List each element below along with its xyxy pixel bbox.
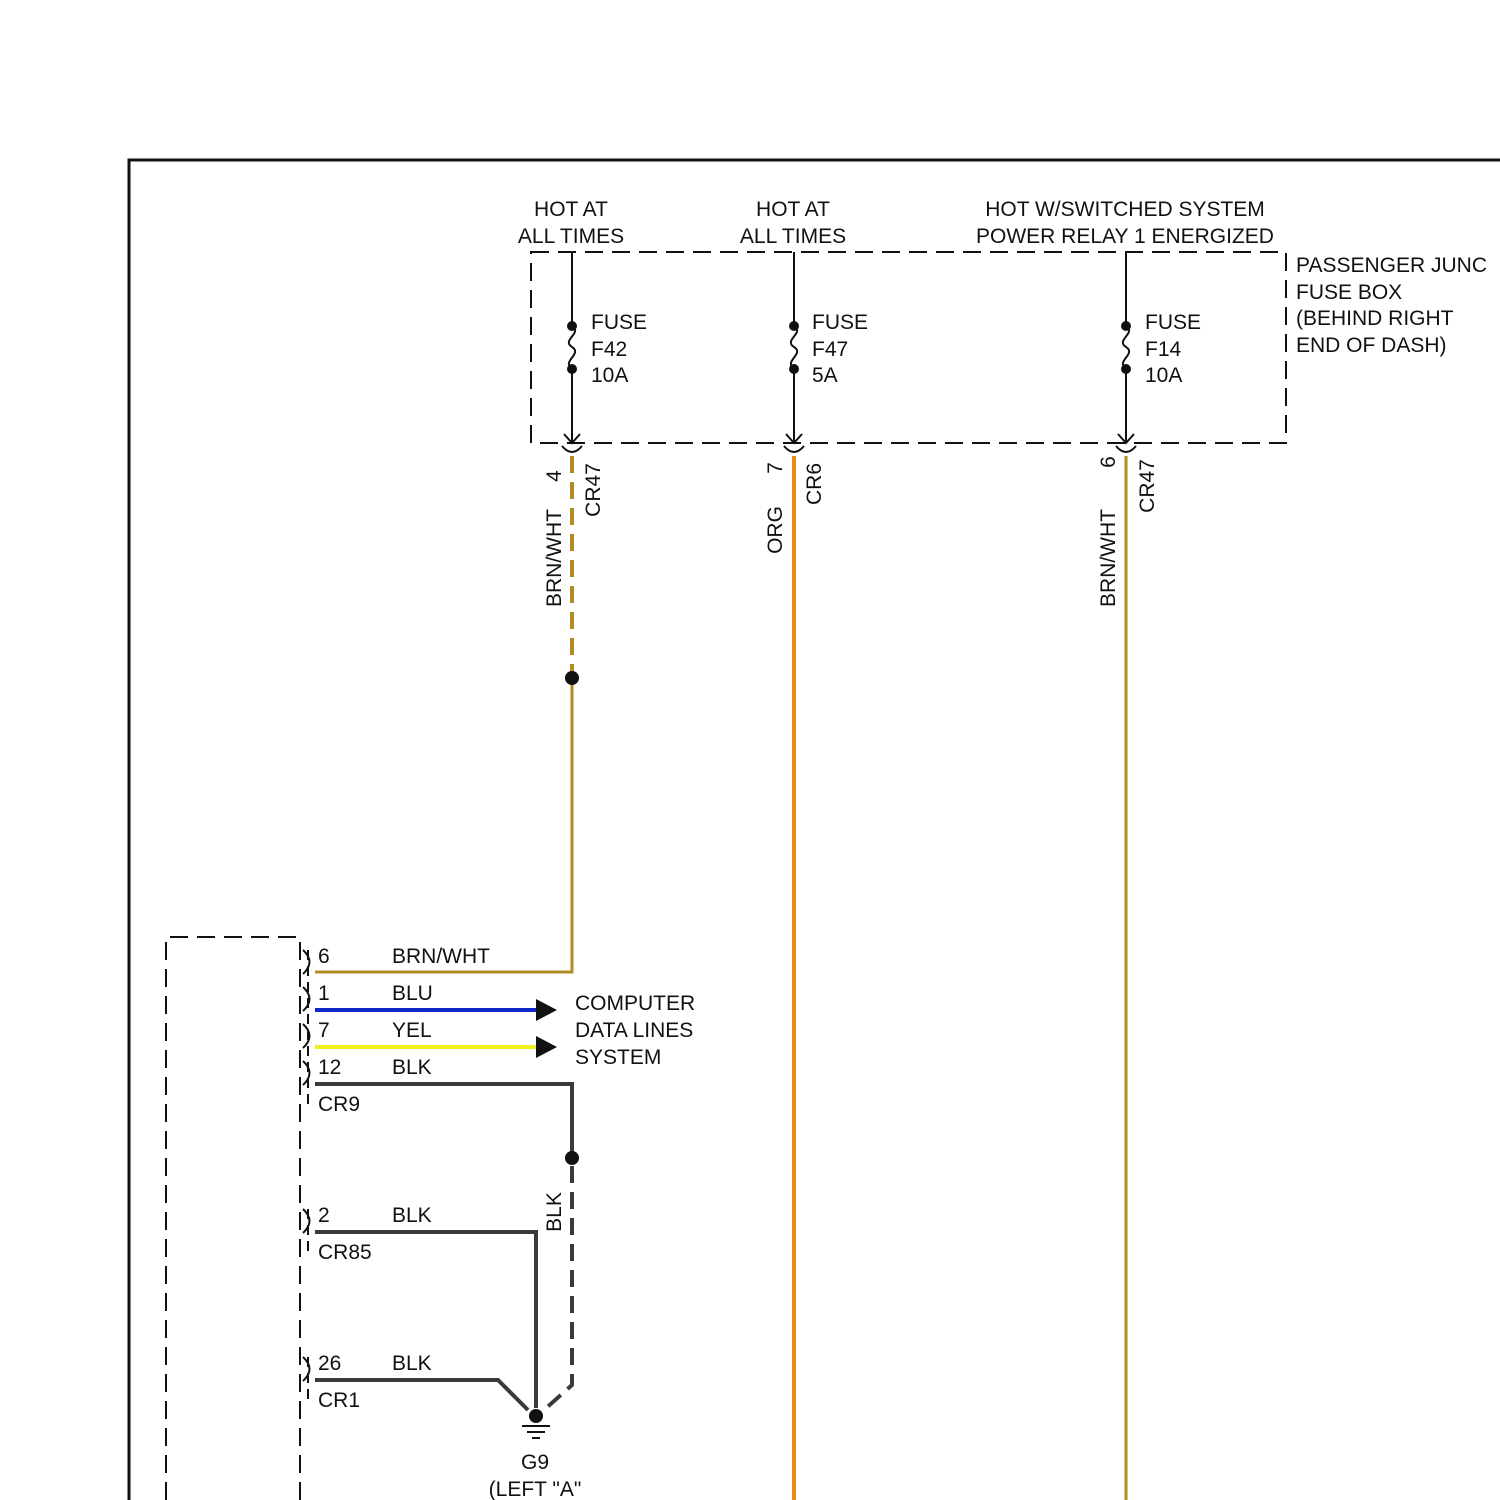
source-label-f47: HOT AT: [756, 198, 830, 221]
connector-cr47-icon: [562, 446, 582, 452]
pin-wire-color: BLK: [392, 1352, 432, 1375]
fuse-output-connector: CR47: [1136, 459, 1159, 513]
data-lines-label-line3: SYSTEM: [575, 1046, 661, 1069]
splice-node: [565, 1151, 579, 1165]
pin-wire-color: YEL: [392, 1019, 432, 1042]
fuse-output-connector: CR6: [803, 463, 826, 505]
fuse-output-wire-color: ORG: [764, 506, 787, 554]
fuse-output-wire-color: BRN/WHT: [543, 509, 566, 607]
fuse-f14-label: FUSE: [1145, 311, 1201, 334]
fuse-box-label-line3: (BEHIND RIGHT: [1296, 307, 1454, 330]
fuse-f47-label: FUSE: [812, 311, 868, 334]
fuse-f47-rating: 5A: [812, 364, 838, 387]
ground-node: [529, 1409, 543, 1423]
fuse-output-connector: CR47: [582, 463, 605, 517]
fuse-f14-rating: 10A: [1145, 364, 1182, 387]
fuse-terminal: [789, 364, 799, 374]
fuse-terminal: [789, 321, 799, 331]
pin-wire-color: BLU: [392, 982, 433, 1005]
fuse-f42-label: FUSE: [591, 311, 647, 334]
module-connector-ticks: [303, 950, 310, 1404]
arrow-right-icon: [536, 1036, 557, 1058]
splice-node: [565, 671, 579, 685]
fuse-f47-id: F47: [812, 338, 848, 361]
wire-brn-wht-to-pin6: [315, 684, 572, 972]
source-label-f47-line2: ALL TIMES: [740, 225, 846, 248]
fuse-terminal: [567, 321, 577, 331]
connector-cr6-icon: [784, 446, 804, 452]
fuse-f14-id: F14: [1145, 338, 1182, 361]
diagram-frame: [129, 160, 1500, 1500]
pin-number: 12: [318, 1056, 341, 1079]
pin-number: 7: [318, 1019, 330, 1042]
ground-wire-color: BLK: [543, 1192, 566, 1232]
connector-id: CR1: [318, 1389, 360, 1412]
fuse-terminal: [1121, 364, 1131, 374]
fuse-symbol-icon: [791, 326, 797, 369]
fuse-f42-id: F42: [591, 338, 627, 361]
pin-number: 1: [318, 982, 330, 1005]
source-label-f14: HOT W/SWITCHED SYSTEM: [985, 198, 1265, 221]
fuse-symbol-icon: [1123, 326, 1129, 369]
arrow-right-icon: [536, 999, 557, 1021]
ground-id: G9: [521, 1451, 549, 1474]
pin-number: 26: [318, 1352, 341, 1375]
fuse-box-label-line2: FUSE BOX: [1296, 281, 1402, 304]
fuse-terminal: [567, 364, 577, 374]
fuse-box-label-line1: PASSENGER JUNC: [1296, 254, 1487, 277]
data-lines-label-line1: COMPUTER: [575, 992, 695, 1015]
ground-icon: [522, 1409, 550, 1438]
source-label-f42-line2: ALL TIMES: [518, 225, 624, 248]
connector-cr47-icon: [1116, 446, 1136, 452]
fuse-symbol-icon: [569, 326, 575, 369]
pin-wire-color: BLK: [392, 1056, 432, 1079]
fuse-output-pin: 6: [1097, 456, 1120, 468]
fuse-box-label-line4: END OF DASH): [1296, 334, 1447, 357]
module-outline: [166, 937, 300, 1500]
fuse-f14: FUSE F14 10A: [1118, 252, 1201, 443]
connector-id: CR9: [318, 1093, 360, 1116]
fuse-f42-rating: 10A: [591, 364, 628, 387]
ground-bars: [522, 1426, 550, 1438]
fuse-f42: FUSE F42 10A: [564, 252, 647, 443]
pin-number: 6: [318, 945, 330, 968]
ground-location: (LEFT "A": [489, 1478, 582, 1500]
pin-wire-color: BLK: [392, 1204, 432, 1227]
fuse-terminal: [1121, 321, 1131, 331]
pin-number: 2: [318, 1204, 330, 1227]
source-label-f14-line2: POWER RELAY 1 ENERGIZED: [976, 225, 1274, 248]
fuse-output-wire-color: BRN/WHT: [1097, 509, 1120, 607]
data-lines-label-line2: DATA LINES: [575, 1019, 693, 1042]
fuse-output-pin: 4: [543, 470, 566, 482]
fuse-f47: FUSE F47 5A: [786, 252, 868, 443]
fuse-output-pin: 7: [764, 462, 787, 474]
connector-id: CR85: [318, 1241, 372, 1264]
source-label-f42: HOT AT: [534, 198, 608, 221]
pin-wire-color: BRN/WHT: [392, 945, 490, 968]
